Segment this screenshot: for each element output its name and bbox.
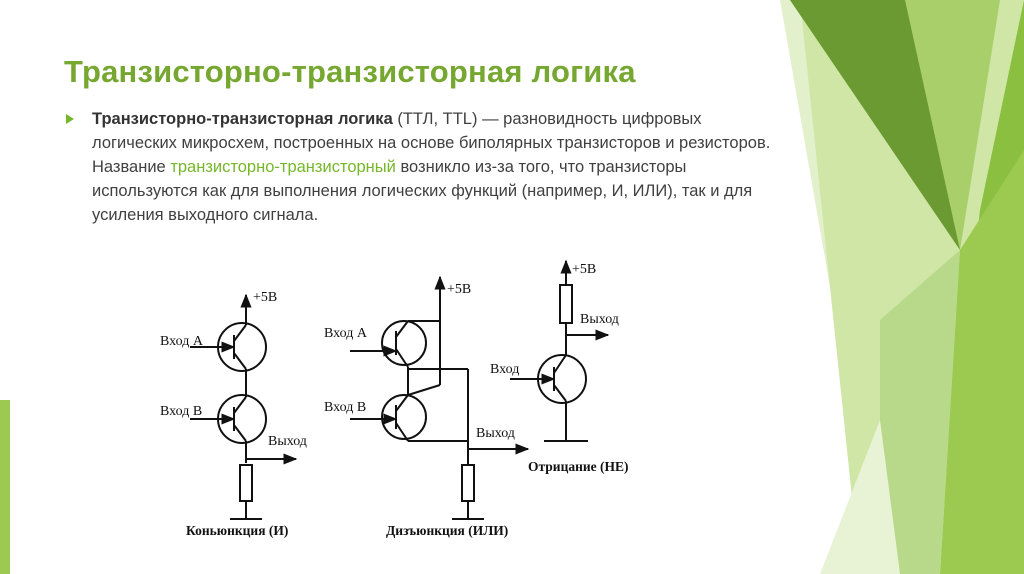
ttl-gates-diagram: +5В Вход А Вход В Выход Коньюнкция (И) +… — [160, 259, 629, 538]
and-gate-circuit: +5В Вход А Вход В Выход Коньюнкция (И) — [160, 290, 307, 538]
and-output-label: Выход — [268, 434, 307, 449]
not-gate-circuit: +5В Выход Вход Отрицание (НЕ) — [490, 259, 629, 474]
not-caption: Отрицание (НЕ) — [528, 459, 629, 474]
not-input-label: Вход — [490, 362, 519, 377]
and-caption: Коньюнкция (И) — [186, 523, 288, 538]
bullet-arrow-icon — [66, 114, 74, 124]
slide-title: Транзисторно-транзисторная логика — [64, 54, 636, 89]
bullet-abbr-open: ( — [392, 110, 403, 128]
deco-facet-6 — [940, 150, 1024, 574]
not-vcc-label: +5В — [572, 262, 596, 277]
bullet-text: Транзисторно-транзисторная логика (ТТЛ, … — [92, 107, 782, 227]
left-accent-bar — [0, 400, 10, 574]
or-caption: Дизъюнкция (ИЛИ) — [386, 523, 508, 538]
or-vcc-label: +5В — [447, 282, 471, 297]
or-input-a-label: Вход А — [324, 326, 368, 341]
deco-facet-8 — [820, 420, 900, 574]
or-transistor-a — [381, 320, 427, 366]
bullet-term: Транзисторно-транзисторная логика — [92, 110, 393, 128]
and-resistor — [239, 464, 253, 502]
deco-facet-7 — [880, 250, 960, 574]
bullet-rest: возникло из-за того, что транзисторы исп… — [92, 158, 753, 224]
not-output-label: Выход — [580, 312, 619, 327]
and-input-a-label: Вход А — [160, 334, 204, 349]
or-resistor — [461, 464, 475, 502]
bullet-abbr-close: ) — разновидность цифровых логических ми… — [92, 110, 771, 176]
or-gate-circuit: +5В Вход А Вход В Выход Дизъюнкция (ИЛИ) — [324, 275, 530, 538]
term-link[interactable]: транзисторно-транзисторный — [170, 158, 396, 176]
or-transistor-b — [381, 394, 427, 440]
and-vcc-label: +5В — [253, 290, 277, 305]
not-resistor — [559, 284, 573, 324]
or-input-b-label: Вход В — [324, 400, 366, 415]
or-output-label: Выход — [476, 426, 515, 441]
deco-facet-4 — [790, 0, 960, 250]
bullet-abbr: ТТЛ, TTL — [402, 110, 472, 128]
and-input-b-label: Вход В — [160, 404, 202, 419]
